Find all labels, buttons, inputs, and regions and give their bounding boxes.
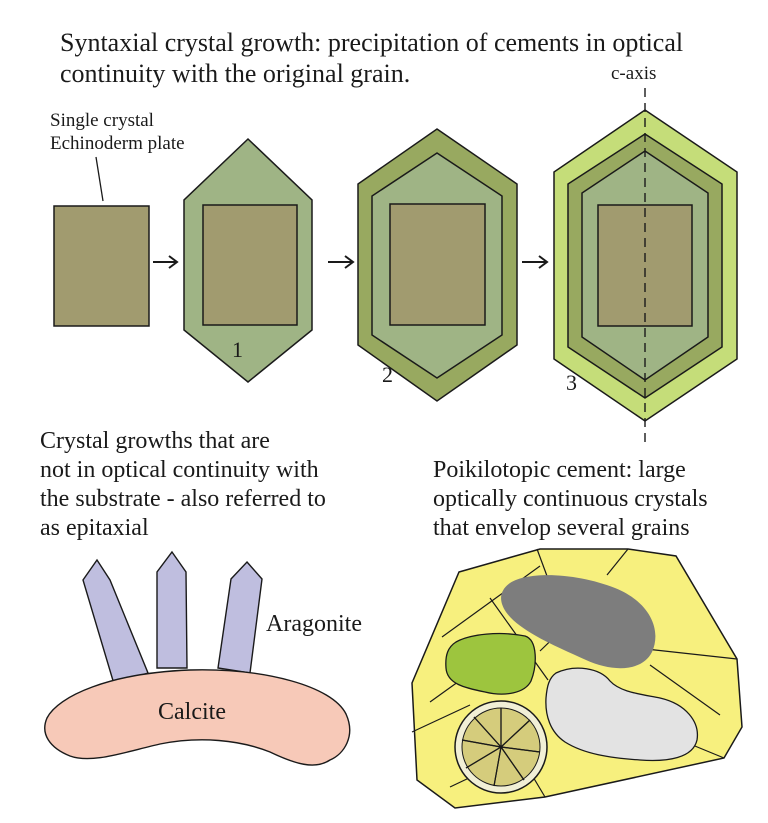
stage-1-label: 1	[232, 337, 243, 362]
c-axis-label: c-axis	[611, 63, 656, 84]
poikilotopic-heading-line-1: Poikilotopic cement: large	[433, 457, 686, 483]
plate-label-line-1: Single crystal	[50, 110, 154, 131]
calcite-substrate	[44, 669, 351, 766]
aragonite-label: Aragonite	[266, 611, 362, 637]
arrow-3	[522, 255, 549, 269]
grain-light-grey	[545, 667, 699, 762]
title-line-2: continuity with the original grain.	[60, 59, 410, 88]
title-line-1: Syntaxial crystal growth: precipitation …	[60, 28, 683, 57]
aragonite-crystal-3	[217, 560, 263, 674]
grain-radial	[454, 700, 548, 794]
stage-1-crystal	[183, 137, 313, 383]
epitaxial-heading-line-4: as epitaxial	[40, 515, 149, 541]
arrow-1	[153, 255, 179, 269]
echinoderm-plate	[53, 205, 150, 327]
stage-3-label: 3	[566, 370, 577, 395]
poikilotopic-heading-line-2: optically continuous crystals	[433, 486, 708, 512]
calcite-label: Calcite	[158, 699, 226, 725]
stage-2-crystal	[357, 128, 518, 402]
grain-dark-grey	[501, 575, 656, 669]
aragonite-crystal-1	[82, 558, 149, 685]
grain-green	[445, 632, 536, 695]
epitaxial-heading-line-2: not in optical continuity with	[40, 457, 319, 483]
poikilotopic-heading-line-3: that envelop several grains	[433, 515, 690, 541]
arrow-2	[328, 255, 355, 269]
stage-3-crystal	[553, 109, 738, 422]
plate-label-line-2: Echinoderm plate	[50, 133, 185, 154]
epitaxial-heading-line-1: Crystal growths that are	[40, 428, 270, 454]
stage-2-label: 2	[382, 362, 393, 387]
epitaxial-heading-line-3: the substrate - also referred to	[40, 486, 326, 512]
aragonite-crystal-2	[156, 550, 188, 669]
plate-leader-line	[95, 156, 104, 202]
